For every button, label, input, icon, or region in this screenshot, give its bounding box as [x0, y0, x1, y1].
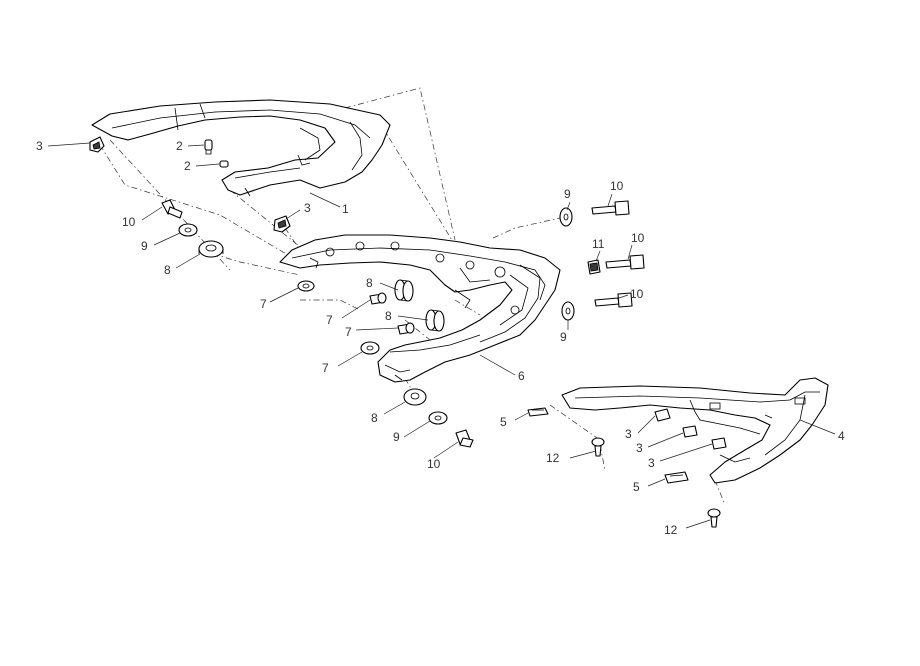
screws-2: [204, 139, 229, 168]
callout-label-3: 3: [304, 201, 311, 215]
callout-label-5: 5: [633, 480, 640, 494]
callout-label-7: 7: [345, 325, 352, 339]
clip-3-center: [273, 215, 291, 233]
lower-cover: [561, 377, 829, 484]
callout-label-6: 6: [518, 369, 525, 383]
callout-label-3: 3: [36, 139, 43, 153]
callout-label-8: 8: [385, 309, 392, 323]
callout-label-9: 9: [564, 187, 571, 201]
callout-label-3: 3: [636, 441, 643, 455]
callout-label-10: 10: [427, 457, 441, 471]
callout-label-8: 8: [366, 276, 373, 290]
callout-label-11: 11: [592, 237, 605, 251]
clip-3-left: [89, 136, 105, 153]
lower-fastener-stack: [403, 388, 474, 448]
callout-label-9: 9: [393, 430, 400, 444]
center-fastener-stack: [297, 279, 445, 355]
callout-label-12: 12: [664, 523, 678, 537]
callout-label-2: 2: [184, 159, 191, 173]
callout-label-1: 1: [342, 202, 349, 216]
callout-label-9: 9: [141, 239, 148, 253]
callout-label-12: 12: [546, 451, 560, 465]
screws-12: [591, 437, 721, 528]
callout-label-10: 10: [630, 287, 644, 301]
callout-label-10: 10: [122, 215, 136, 229]
right-fastener-stack: [559, 200, 645, 321]
clips-5: [527, 407, 689, 484]
clips-3-lower: [654, 408, 727, 450]
callout-label-3: 3: [648, 456, 655, 470]
callout-label-9: 9: [560, 330, 567, 344]
left-fastener-stack: [161, 199, 224, 258]
callout-label-10: 10: [610, 179, 624, 193]
callout-label-8: 8: [371, 411, 378, 425]
callout-label-7: 7: [326, 313, 333, 327]
callout-label-2: 2: [176, 139, 183, 153]
callout-label-10: 10: [631, 231, 645, 245]
callout-label-4: 4: [838, 429, 845, 443]
callout-label-8: 8: [164, 263, 171, 277]
callout-label-5: 5: [500, 415, 507, 429]
callout-label-7: 7: [260, 297, 267, 311]
rear-frame: [279, 234, 561, 383]
grab-handle-cover: [91, 99, 391, 197]
callout-label-7: 7: [322, 361, 329, 375]
leader-lines: [47, 142, 836, 529]
callout-label-3: 3: [625, 427, 632, 441]
